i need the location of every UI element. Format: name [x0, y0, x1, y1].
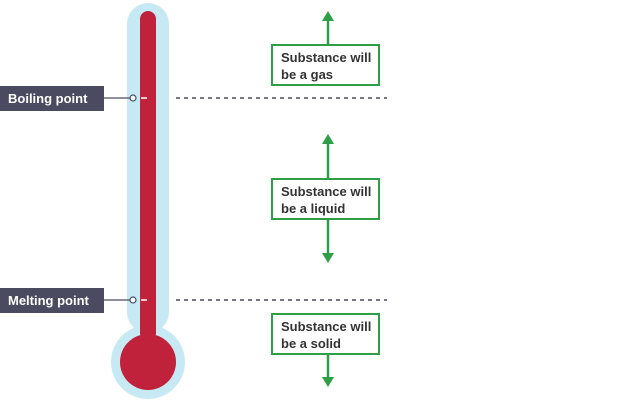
- solid-down-arrow: [322, 355, 334, 387]
- melting-point-marker: [104, 296, 387, 304]
- liquid-down-arrow: [322, 220, 334, 263]
- thermometer-bulb-liquid: [120, 334, 176, 390]
- thermometer: [111, 3, 185, 399]
- boiling-point-label: Boiling point: [0, 86, 104, 111]
- gas-state-line1: Substance will: [281, 50, 372, 65]
- thermometer-liquid-column: [140, 11, 156, 341]
- melting-point-label: Melting point: [0, 288, 104, 313]
- solid-state-line2: be a solid: [281, 336, 341, 351]
- gas-up-arrow: [322, 11, 334, 44]
- liquid-state-line1: Substance will: [281, 184, 372, 199]
- liquid-state-line2: be a liquid: [281, 201, 346, 216]
- liquid-up-arrow: [322, 134, 334, 178]
- gas-state-line2: be a gas: [281, 67, 334, 82]
- solid-state-box: Substance will be a solid: [271, 313, 380, 355]
- melting-connector-dot: [129, 296, 137, 304]
- boiling-point-marker: [104, 94, 387, 102]
- liquid-state-box: Substance will be a liquid: [271, 178, 380, 220]
- solid-state-line1: Substance will: [281, 319, 372, 334]
- boiling-connector-dot: [129, 94, 137, 102]
- gas-state-box: Substance will be a gas: [271, 44, 380, 86]
